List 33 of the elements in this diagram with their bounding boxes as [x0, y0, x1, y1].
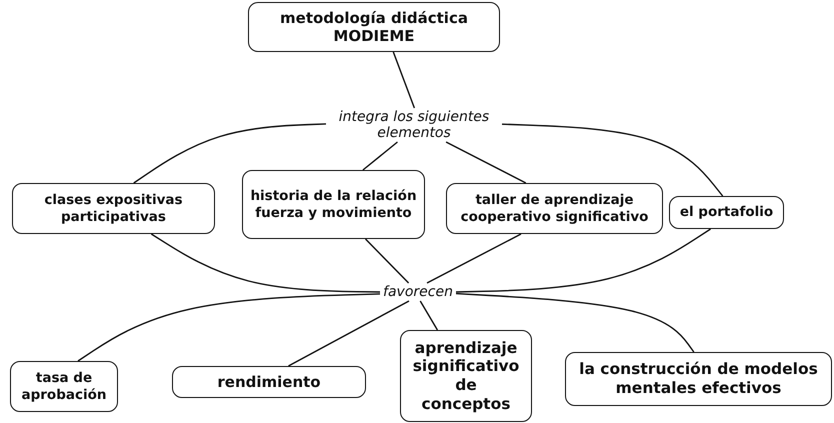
- concept-label: taller de aprendizaje cooperativo significativo: [460, 192, 650, 225]
- connector-line: [362, 141, 398, 171]
- concept-box: [248, 2, 500, 52]
- connector-line: [502, 123, 724, 196]
- concept-box: [242, 170, 425, 239]
- concept-label: el portafolio: [680, 204, 774, 221]
- concept-box: [669, 196, 784, 229]
- concept-label: tasa de aprobación: [20, 370, 108, 403]
- linking-phrase: integra los siguientes elementos: [326, 108, 502, 142]
- connector-line: [446, 141, 526, 184]
- linking-phrase: favorecen: [380, 283, 456, 301]
- concept-box: [446, 183, 663, 234]
- concept-box: [10, 361, 118, 412]
- concept-label: aprendizaje significativo de conceptos: [412, 338, 520, 414]
- connector-line: [288, 300, 410, 367]
- concept-label: rendimiento: [217, 373, 321, 391]
- connector-line: [420, 300, 438, 330]
- concept-box: [565, 352, 832, 406]
- connector-line: [133, 123, 326, 184]
- connector-line: [78, 293, 380, 362]
- connector-line: [392, 52, 416, 108]
- concept-label: metodología didáctica MODIEME: [279, 9, 469, 45]
- connector-line: [426, 233, 522, 284]
- concept-label: historia de la relación fuerza y movimiento: [249, 188, 418, 221]
- connector-line: [456, 228, 711, 293]
- connector-line: [365, 238, 410, 284]
- concept-box: [400, 330, 532, 422]
- concept-box: [12, 183, 215, 234]
- concept-label: clases expositivas participativas: [43, 192, 184, 225]
- concept-box: [172, 366, 366, 398]
- concept-label: la construcción de modelos mentales efectivos: [578, 360, 819, 398]
- connector-line: [150, 233, 380, 293]
- connector-line: [456, 292, 694, 352]
